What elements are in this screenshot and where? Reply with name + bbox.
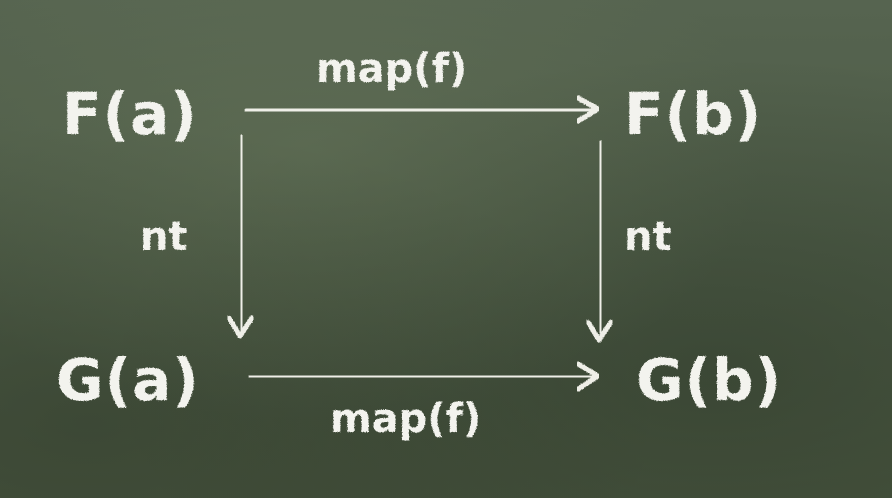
edge-label-bottom: map(f) (330, 396, 481, 442)
edge-label-left: nt (140, 214, 188, 260)
node-g-b: G(b) (636, 346, 782, 414)
arrow-left-head (226, 315, 255, 339)
arrow-bottom-map-f (248, 361, 601, 392)
arrow-top-map-f (244, 95, 601, 124)
arrow-left-shaft (237, 134, 246, 332)
arrow-right-nt (585, 140, 614, 343)
edge-label-right: nt (624, 214, 672, 260)
node-f-a: F(a) (62, 80, 198, 148)
arrow-left-nt (226, 134, 255, 339)
node-f-b: F(b) (624, 80, 762, 148)
arrow-bottom-head (575, 361, 601, 392)
arrow-bottom-shaft (248, 372, 596, 381)
arrow-top-head (575, 95, 601, 124)
arrow-top-shaft (244, 105, 596, 115)
edge-label-top: map(f) (316, 46, 467, 92)
arrow-right-shaft (596, 140, 605, 334)
arrow-right-head (585, 319, 614, 343)
node-g-a: G(a) (56, 346, 200, 414)
